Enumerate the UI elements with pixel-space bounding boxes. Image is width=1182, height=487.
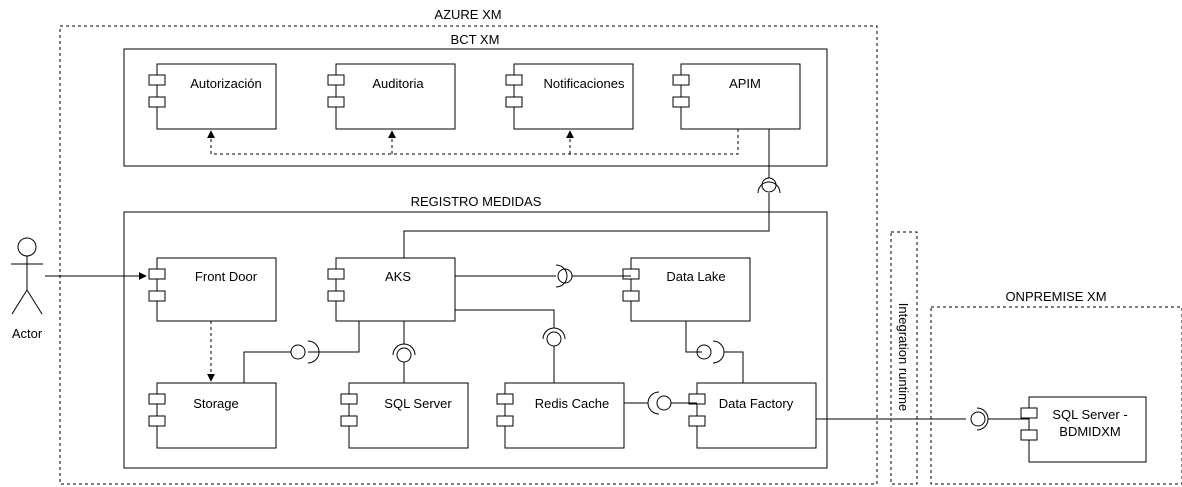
component-data-factory[interactable]: Data Factory [688,382,817,449]
aks-data-lake-socket [555,264,568,288]
component-autorizacion[interactable]: Autorización [148,63,277,130]
aks-label: AKS [385,269,411,284]
redis-factory-socket [647,391,660,415]
apim-interface-ball [761,177,777,193]
front-door-label: Front Door [195,269,258,284]
storage-label: Storage [193,396,239,411]
autorizacion-label: Autorización [190,76,262,91]
actor-label: Actor [12,326,43,341]
factory-lake-provided-line [724,351,744,383]
data-lake-label: Data Lake [666,269,725,284]
aks-required-socket [757,181,781,194]
azure-container-label: AZURE XM [434,7,501,22]
aks-storage-line [308,321,360,353]
component-apim[interactable]: APIM [672,63,801,130]
onpremise-container [930,306,1182,485]
aks-sql-socket [392,343,416,356]
integration-runtime-container [890,231,918,485]
registro-container-label: REGISTRO MEDIDAS [411,194,542,209]
component-auditoria[interactable]: Auditoria [327,63,456,130]
bct-container-label: BCT XM [451,32,500,47]
apim-dependency-line [211,129,739,155]
component-aks[interactable]: AKS [327,257,456,322]
azure-container [59,25,878,485]
component-notificaciones[interactable]: Notificaciones [505,63,634,130]
integration-runtime-label: Integration runtime [896,303,911,411]
aks-redis-line [455,309,555,328]
storage-provided-line [243,351,291,383]
aks-storage-socket [307,340,320,364]
sql-server-label: SQL Server [384,396,452,411]
auditoria-label: Auditoria [372,76,424,91]
component-sql-server[interactable]: SQL Server [340,382,469,449]
aks-redis-socket [542,327,566,340]
notificaciones-label: Notificaciones [544,76,625,91]
component-sql-server-bdmidxm[interactable]: SQL Server - BDMIDXM [1020,396,1147,463]
sql-server-bdm-label-line2: BDMIDXM [1059,424,1120,439]
component-data-lake[interactable]: Data Lake [622,257,751,322]
component-storage[interactable]: Storage [148,382,277,449]
onpremise-interface-ball [970,411,986,427]
aks-apim-line [403,193,770,258]
factory-onpremise-socket [976,407,989,431]
redis-cache-label: Redis Cache [535,396,609,411]
sql-server-bdm-label-line1: SQL Server - [1052,407,1127,422]
data-lake-factory-socket [712,340,725,364]
actor-figure[interactable]: Actor [11,237,43,341]
component-redis-cache[interactable]: Redis Cache [496,382,625,449]
onpremise-container-label: ONPREMISE XM [1005,289,1106,304]
factory-lake-interface-ball [696,344,712,360]
component-front-door[interactable]: Front Door [148,257,277,322]
apim-label: APIM [729,76,761,91]
data-factory-label: Data Factory [719,396,794,411]
